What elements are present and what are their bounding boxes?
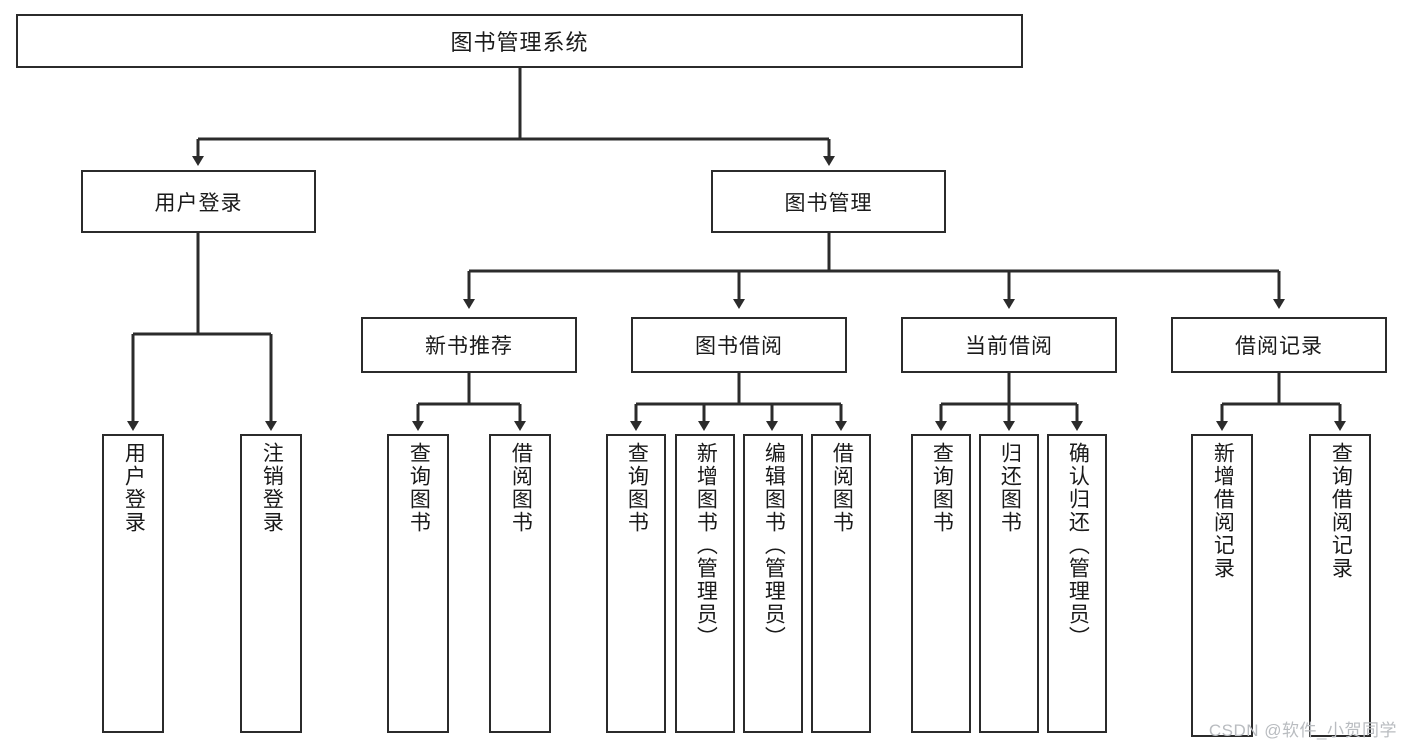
node-leaf-query-book-1-label: 查询图书 (407, 442, 431, 534)
node-leaf-add-record-label: 新增借阅记录 (1211, 442, 1235, 580)
node-leaf-borrow-book-1-label: 借阅图书 (509, 442, 533, 534)
node-borrow-record[interactable]: 借阅记录 (1171, 317, 1387, 373)
node-new-book-rec[interactable]: 新书推荐 (361, 317, 577, 373)
node-book-manage-label: 图书管理 (784, 191, 873, 215)
node-leaf-add-book-label: 新增图书（管理员） (694, 442, 718, 649)
node-leaf-borrow-book-2[interactable]: 借阅图书 (811, 434, 871, 733)
node-root-label: 图书管理系统 (450, 30, 589, 55)
node-leaf-query-book-2[interactable]: 查询图书 (606, 434, 666, 733)
node-root[interactable]: 图书管理系统 (16, 14, 1023, 68)
node-current-borrow-label: 当前借阅 (965, 335, 1053, 358)
node-leaf-confirm-return[interactable]: 确认归还（管理员） (1047, 434, 1107, 733)
node-leaf-confirm-return-label: 确认归还（管理员） (1066, 442, 1090, 649)
node-leaf-borrow-book-1[interactable]: 借阅图书 (489, 434, 551, 733)
node-borrow-record-label: 借阅记录 (1235, 335, 1323, 358)
node-leaf-add-book[interactable]: 新增图书（管理员） (675, 434, 735, 733)
node-leaf-return-book-label: 归还图书 (998, 442, 1022, 534)
node-current-borrow[interactable]: 当前借阅 (901, 317, 1117, 373)
node-leaf-add-record[interactable]: 新增借阅记录 (1191, 434, 1253, 737)
node-leaf-query-record[interactable]: 查询借阅记录 (1309, 434, 1371, 737)
node-leaf-query-book-3[interactable]: 查询图书 (911, 434, 971, 733)
node-leaf-return-book[interactable]: 归还图书 (979, 434, 1039, 733)
node-leaf-user-login-label: 用户登录 (122, 442, 146, 534)
node-leaf-logout[interactable]: 注销登录 (240, 434, 302, 733)
node-book-borrow[interactable]: 图书借阅 (631, 317, 847, 373)
node-book-manage[interactable]: 图书管理 (711, 170, 946, 233)
node-leaf-logout-label: 注销登录 (260, 442, 284, 534)
node-user-login-label: 用户登录 (154, 191, 243, 215)
node-user-login[interactable]: 用户登录 (81, 170, 316, 233)
node-leaf-query-book-3-label: 查询图书 (930, 442, 954, 534)
node-leaf-borrow-book-2-label: 借阅图书 (830, 442, 854, 534)
node-leaf-edit-book-label: 编辑图书（管理员） (762, 442, 786, 649)
node-leaf-user-login[interactable]: 用户登录 (102, 434, 164, 733)
node-leaf-edit-book[interactable]: 编辑图书（管理员） (743, 434, 803, 733)
node-leaf-query-record-label: 查询借阅记录 (1329, 442, 1353, 580)
node-leaf-query-book-2-label: 查询图书 (625, 442, 649, 534)
csdn-watermark: CSDN @软件_小贺同学 (1208, 721, 1397, 740)
node-new-book-rec-label: 新书推荐 (425, 335, 513, 358)
node-book-borrow-label: 图书借阅 (695, 335, 783, 358)
node-leaf-query-book-1[interactable]: 查询图书 (387, 434, 449, 733)
